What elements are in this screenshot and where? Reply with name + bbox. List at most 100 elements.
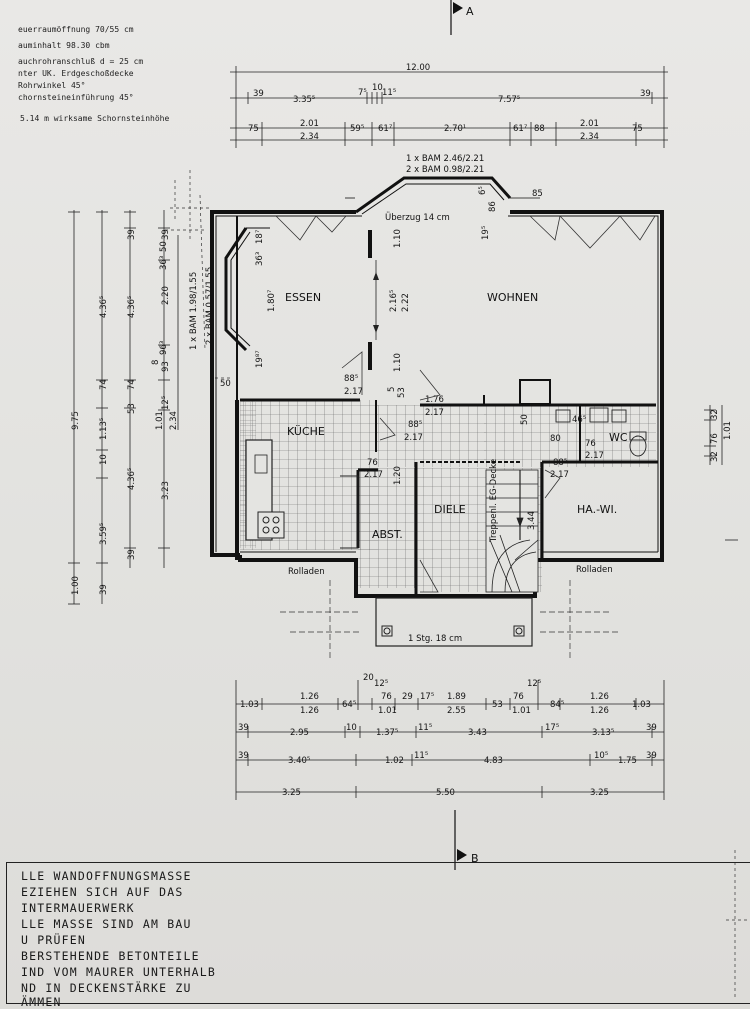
dim-label: 39	[127, 229, 137, 240]
dim-label: 7.57⁵	[498, 95, 520, 105]
dim-label: 17⁵	[420, 692, 434, 702]
dim-label: 10	[372, 83, 383, 93]
dim-label: 11⁵	[382, 88, 396, 98]
dim-label: 7⁵	[358, 88, 367, 98]
dim-label: 61⁷	[378, 124, 393, 134]
ueberzug-label: Überzug 14 cm	[385, 212, 450, 223]
dim-label: 76	[513, 692, 524, 702]
dim-label: 53	[127, 403, 137, 414]
outside-guides	[280, 580, 620, 660]
section-label-a: A	[466, 5, 474, 18]
dim-label: 39	[161, 229, 171, 240]
dashed-guides	[165, 170, 230, 379]
dim-label: 39	[640, 89, 651, 99]
dim-label: 1.01	[378, 706, 397, 716]
bottom-dim-row1: 1.03 1.26 1.26 64⁵ 20 12⁵ 76 1.01 29 17⁵…	[240, 673, 651, 716]
dim-label: 39	[646, 751, 657, 761]
dim-label: 32	[710, 451, 720, 462]
treppe-label: Treppenl. EG-Decke	[489, 459, 499, 543]
box-note-line: EZIEHEN SICH AUF DAS	[21, 885, 184, 899]
dim-label: 93	[161, 361, 171, 372]
box-note-line: LLE MASSE SIND AM BAU	[21, 917, 192, 931]
box-note-line: U PRÜFEN	[21, 933, 86, 947]
room-abst: ABST.	[372, 528, 403, 541]
top-dim-row1: 39 3.35⁵ 7⁵ 10 11⁵ 7.57⁵ 39	[253, 83, 651, 105]
dim-label: 3.13⁵	[592, 728, 614, 738]
note-line: euerraumöffnung 70/55 cm	[18, 25, 134, 34]
top-dimension-lines	[230, 66, 668, 148]
dim-label: 36³	[255, 252, 265, 266]
bottom-dim-row3: 39 3.40⁵ 1.02 11⁵ 4.83 10⁵ 1.75 39	[238, 751, 657, 766]
dim-label: 39	[99, 584, 109, 595]
dim-label: 1.20	[393, 466, 403, 485]
left-dim-col2: 4.36⁵ 74 1.13⁵ 10 3.59⁵ 39	[99, 296, 109, 595]
dim-label: 1.01	[723, 421, 733, 440]
dim-label: 39	[238, 723, 249, 733]
note-line: 5.14 m wirksame Schornsteinhöhe	[20, 114, 170, 123]
dim-label: 50	[159, 241, 169, 252]
dim-label: 61⁷	[513, 124, 528, 134]
door-dims: 88⁵ 2.17 1.76 2.17 88⁵ 2.17 76 2.17 1.20…	[344, 374, 604, 485]
right-dims: 32 76 32 1.01	[710, 409, 733, 462]
dim-label: 2.70¹	[444, 124, 466, 134]
dim-label: 46⁵	[572, 415, 586, 425]
note-line: auminhalt 98.30 cbm	[18, 41, 110, 50]
left-dim-col5: 50 36³ 8 96³ 1.01 2.34	[151, 241, 179, 430]
window-swings	[275, 215, 656, 249]
box-note-line: IND VOM MAURER UNTERHALB	[21, 965, 216, 979]
dim-label: 3.35⁵	[293, 95, 315, 105]
wc-fixtures	[555, 407, 647, 457]
dim-label: 1.01	[155, 411, 165, 430]
dim-label: 11⁵	[418, 723, 432, 733]
dim-label: 11⁵	[414, 751, 428, 761]
room-kueche: KÜCHE	[287, 425, 325, 438]
dim-label: 2.01	[300, 119, 319, 129]
bam-top-label-2: 2 x BAM 0.98/2.21	[406, 165, 484, 175]
dim-label: 86	[488, 201, 498, 212]
bottom-dim-row2: 39 2.95 10 1.37⁵ 11⁵ 3.43 17⁵ 3.13⁵ 39	[238, 723, 657, 738]
dim-label: 2.95	[290, 728, 309, 738]
dim-label: 39	[127, 549, 137, 560]
dim-label: 2.01	[580, 119, 599, 129]
dim-label: 9.75	[71, 411, 81, 430]
box-note-line: BERSTEHENDE BETONTEILE	[21, 949, 200, 963]
interior-walls	[240, 230, 658, 596]
dim-label: 10	[99, 454, 109, 465]
dim-label: 5	[387, 387, 397, 392]
dim-label: 88	[534, 124, 545, 134]
dim-label: 4.83	[484, 756, 503, 766]
left-dim-col4: 39 2.20 93 12⁵ 3.23	[161, 229, 171, 500]
stair-dim: 3.44	[527, 511, 537, 530]
dim-label: 39	[646, 723, 657, 733]
bam-top-label-1: 1 x BAM 2.46/2.21	[406, 154, 484, 164]
dim-label: 76	[585, 439, 596, 449]
dim-label: 1.80⁷	[267, 289, 277, 312]
left-dim-col3: 39 4.36⁵ 74 53 4.36⁵ 39	[127, 229, 137, 560]
dim-label: 4.36⁵	[127, 296, 137, 318]
dim-label: 32	[710, 409, 720, 420]
box-note-line: ND IN DECKENSTÄRKE ZU	[21, 981, 192, 995]
dim-label: 2.17	[425, 408, 444, 418]
dim-label: 39	[238, 751, 249, 761]
box-note-line: INTERMAUERWERK	[21, 901, 135, 915]
dim-label: 8	[151, 360, 161, 365]
bay-window-top	[345, 176, 540, 215]
dim-label: 1.37⁵	[376, 728, 398, 738]
dim-label: 19⁸⁷	[255, 350, 265, 368]
dim-label: 18⁷	[255, 229, 265, 244]
dim-label: 2.55	[447, 706, 466, 716]
dim-label: 2.16⁵	[389, 290, 399, 312]
room-diele: DIELE	[434, 503, 466, 516]
kitchen-counter	[245, 439, 359, 549]
dim-label: 53	[492, 700, 503, 710]
dim-label: 12⁵	[161, 396, 171, 410]
bay-window-left	[224, 227, 270, 352]
entrance-step	[375, 597, 533, 647]
dim-label: 3.43	[468, 728, 487, 738]
top-dim-row2: 75 2.01 2.34 59⁵ 61⁷ 2.70¹ 61⁷ 88 2.01 2…	[248, 119, 643, 142]
dim-label: 53	[397, 387, 407, 398]
essen-window-dims: 18⁷ 36³ 1.80⁷ 19⁸⁷	[255, 229, 277, 368]
dim-total-top: 12.00	[406, 63, 430, 73]
right-dimension-lines	[704, 405, 738, 541]
